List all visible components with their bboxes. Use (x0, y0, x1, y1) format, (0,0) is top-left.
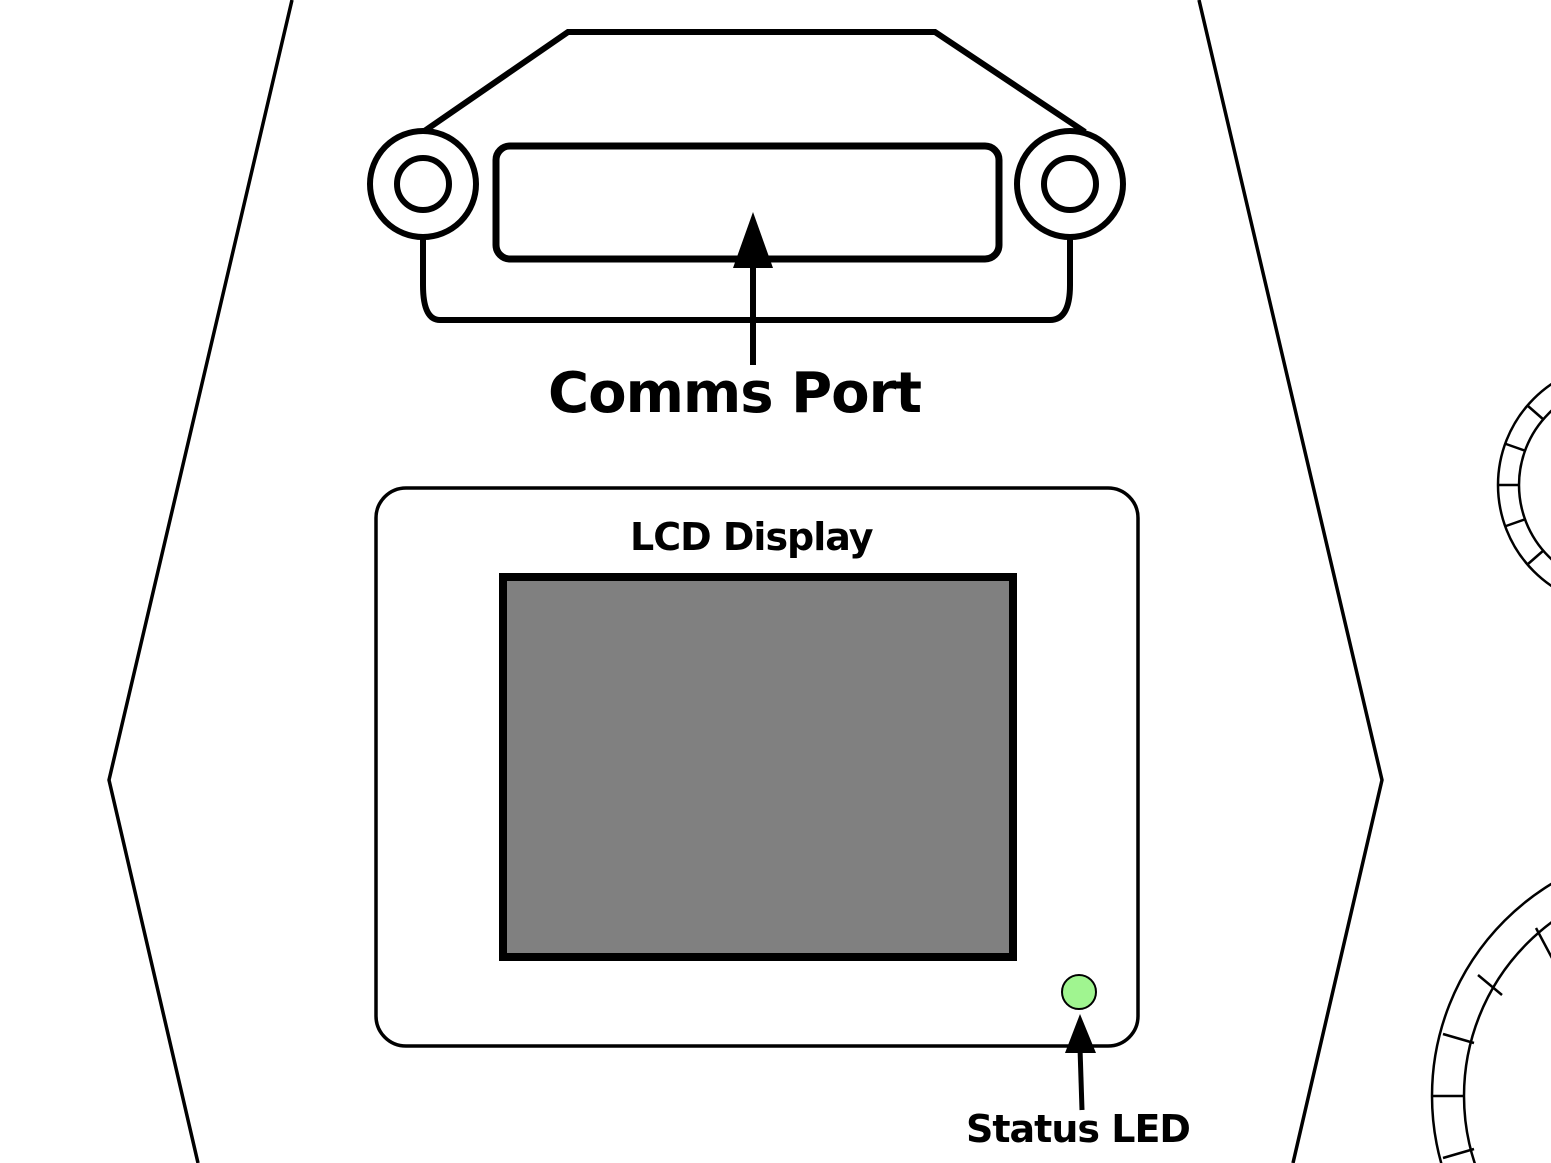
comms-port-arrow (733, 212, 773, 365)
knob-lower-right (1430, 882, 1551, 1163)
comms-port-right-screw-inner (1041, 155, 1099, 213)
comms-port-label: Comms Port (548, 361, 922, 426)
lcd-display-label: LCD Display (630, 515, 874, 559)
comms-port-left-screw-inner (394, 155, 452, 213)
lcd-screen (499, 573, 1017, 961)
knob-upper-right (1496, 382, 1551, 588)
device-body-outline (107, 0, 1384, 1163)
status-led-indicator (1061, 974, 1097, 1010)
status-led-arrow (1065, 1014, 1096, 1111)
status-led-label: Status LED (966, 1107, 1191, 1151)
comms-port (367, 29, 1126, 323)
